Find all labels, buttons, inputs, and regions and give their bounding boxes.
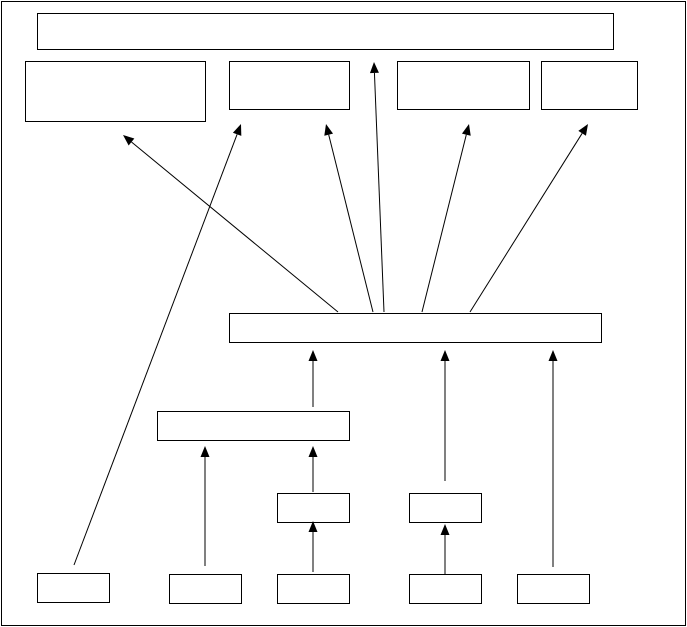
arrowhead-icon bbox=[232, 124, 242, 136]
arrowhead-icon bbox=[123, 135, 135, 146]
mid-box-right bbox=[409, 493, 482, 523]
mid-box-left bbox=[277, 493, 350, 523]
target-box-4 bbox=[541, 61, 638, 110]
source-box-5 bbox=[517, 574, 590, 604]
arrowhead-icon bbox=[308, 350, 318, 361]
arrowhead-icon bbox=[369, 62, 379, 74]
arrowhead-icon bbox=[308, 521, 318, 532]
arrowhead-icon bbox=[440, 524, 450, 535]
arrow-line-6 bbox=[469, 133, 583, 313]
connector-arrows bbox=[73, 62, 588, 574]
source-box-3 bbox=[277, 574, 350, 604]
arrow-line-4 bbox=[373, 72, 385, 313]
target-box-2 bbox=[229, 61, 350, 110]
top-banner-box bbox=[37, 13, 614, 50]
arrow-line-3 bbox=[328, 134, 374, 313]
arrowhead-icon bbox=[324, 124, 334, 136]
arrowhead-icon bbox=[200, 446, 210, 457]
hub-box bbox=[229, 313, 602, 343]
target-box-3 bbox=[397, 61, 530, 110]
arrowhead-icon bbox=[461, 124, 471, 136]
source-box-4 bbox=[409, 574, 482, 604]
source-box-2 bbox=[169, 574, 242, 604]
arrowhead-icon bbox=[578, 124, 588, 136]
merge-box bbox=[157, 411, 350, 441]
arrowhead-icon bbox=[308, 446, 318, 457]
arrow-line-5 bbox=[421, 134, 467, 313]
arrowhead-icon bbox=[440, 350, 450, 361]
arrow-line-2 bbox=[131, 141, 339, 313]
source-box-1 bbox=[37, 573, 110, 603]
arrowhead-icon bbox=[548, 350, 558, 361]
target-box-1 bbox=[25, 61, 206, 122]
